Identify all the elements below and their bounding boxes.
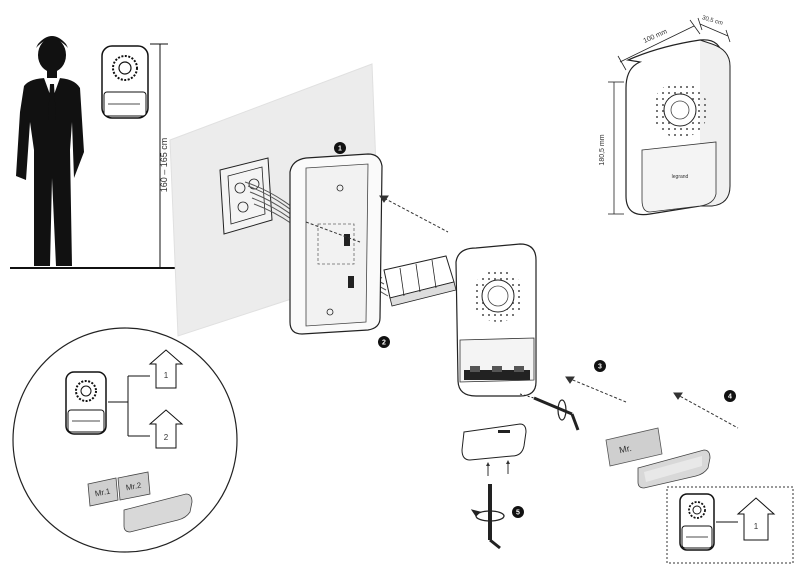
screw-arrows: [305, 195, 449, 243]
unit-brand-label: legrand: [672, 174, 689, 180]
depth-label: 30,5 cm: [701, 15, 723, 27]
install-height-dimension: 160 – 165 cm: [150, 43, 169, 269]
inset-nameplate-cover: [123, 493, 193, 533]
nameplate-insert: Mr.: [605, 427, 663, 467]
svg-text:5: 5: [516, 510, 520, 517]
step-marker-2: 2: [378, 336, 390, 348]
depth-dimension: [697, 17, 731, 43]
nameplate-single-label: Mr.: [618, 443, 632, 455]
svg-text:2: 2: [382, 340, 386, 347]
hex-key-tool: [519, 393, 580, 431]
step-marker-5: 5: [512, 506, 524, 518]
call-button-1: 1: [148, 349, 184, 389]
height-label: 180,5 mm: [599, 134, 606, 165]
box-unit: [679, 493, 715, 551]
screwdriver-tool: [470, 484, 505, 550]
junction-box: [219, 157, 273, 235]
two-button-inset: 1 2 Mr.1 Mr.2: [12, 327, 238, 553]
small-unit-reference: [101, 45, 149, 119]
svg-text:4: 4: [728, 394, 732, 401]
svg-text:1: 1: [338, 146, 342, 153]
nameplate-left-label: Mr.1: [94, 487, 111, 499]
single-button-inset: 1: [666, 486, 794, 564]
call-button-2: 2: [148, 409, 184, 449]
svg-text:1: 1: [164, 371, 169, 380]
person-silhouette: [16, 36, 84, 266]
box-call-button-1: 1: [736, 497, 776, 541]
nameplate-right-label: Mr.2: [125, 481, 142, 493]
nameplate-pair: Mr.1 Mr.2: [87, 471, 151, 507]
inset-unit: [65, 371, 107, 435]
intercom-unit: [455, 243, 537, 397]
svg-text:3: 3: [598, 364, 602, 371]
dimensioned-unit: legrand: [625, 39, 731, 216]
step-marker-1: 1: [334, 142, 346, 154]
terminal-block: [383, 255, 457, 307]
screw-step-3: [565, 376, 627, 403]
front-cover-piece: [461, 423, 527, 476]
svg-text:2: 2: [164, 433, 169, 442]
branch-lines: [108, 375, 150, 437]
screw-step-4: [673, 392, 739, 429]
height-dimension: [608, 81, 624, 215]
width-label: 100 mm: [642, 28, 668, 45]
step-marker-3: 3: [594, 360, 606, 372]
install-height-label: 160 – 165 cm: [159, 138, 169, 193]
nameplate-cover: [637, 449, 711, 489]
svg-text:1: 1: [754, 522, 759, 531]
width-dimension: [617, 19, 701, 71]
step-marker-4: 4: [724, 390, 736, 402]
back-box: [289, 153, 383, 335]
